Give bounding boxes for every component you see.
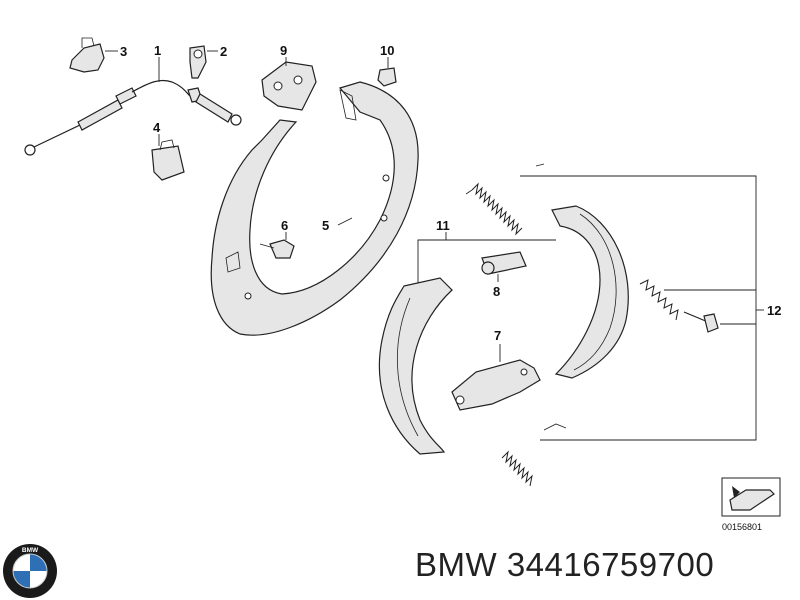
part-7-lever: 7 (451, 328, 541, 411)
callout-7: 7 (494, 328, 501, 343)
part-2-bracket: 2 (189, 44, 227, 79)
callout-5: 5 (322, 218, 329, 233)
part-9-mounting-block: 9 (261, 43, 317, 111)
group-12-bracket: 12 (520, 175, 781, 441)
callout-8: 8 (493, 284, 500, 299)
spring-upper (465, 163, 545, 236)
spring-middle (639, 279, 679, 321)
callout-6: 6 (281, 218, 288, 233)
callout-9: 9 (280, 43, 287, 58)
part-caption: BMW 34416759700 (415, 546, 715, 583)
part-10-bolt: 10 (377, 43, 397, 87)
reference-number: 00156801 (722, 522, 762, 532)
part-1-brake-cable: 1 (24, 43, 242, 156)
spring-lower (501, 423, 567, 487)
callout-10: 10 (380, 43, 394, 58)
part-6-bolt: 6 (259, 218, 295, 259)
callout-3: 3 (120, 44, 127, 59)
logo-letters: BMW (22, 547, 39, 554)
callout-1: 1 (154, 43, 161, 58)
callout-2: 2 (220, 44, 227, 59)
brake-shoe-right (551, 205, 629, 379)
part-5-backing-plate: 5 (210, 81, 419, 336)
callout-11: 11 (436, 218, 450, 233)
group-11-bracket: 11 (417, 218, 556, 300)
reference-box: 00156801 (721, 477, 781, 532)
bmw-logo: BMW (3, 544, 57, 598)
hold-down-pin (683, 311, 719, 333)
part-4-clip: 4 (151, 120, 185, 181)
callout-12: 12 (767, 303, 781, 318)
part-8-adjuster: 8 (481, 251, 527, 299)
part-3-clip: 3 (69, 37, 127, 73)
callout-4: 4 (153, 120, 161, 135)
brake-shoe-left (378, 277, 453, 455)
